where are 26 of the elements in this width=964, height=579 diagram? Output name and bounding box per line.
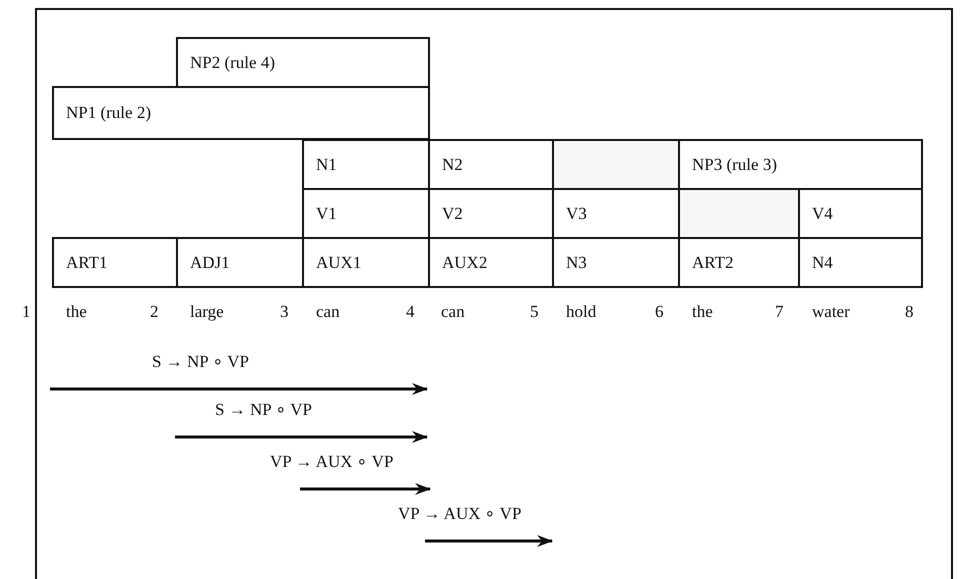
position-number: 2 (150, 302, 158, 322)
word-label: water (812, 302, 850, 322)
position-number: 7 (775, 302, 784, 322)
rule-label: S → NP ∘ VP (152, 352, 249, 372)
chart-entry-box: N4 (798, 237, 923, 288)
chart-entry-box: ART1 (52, 237, 178, 288)
word-label: large (190, 302, 224, 322)
word-label: the (66, 302, 87, 322)
position-number: 8 (905, 302, 914, 322)
chart-entry-box: NP2 (rule 4) (176, 37, 430, 88)
rule-label: VP → AUX ∘ VP (398, 504, 522, 524)
position-number: 3 (280, 302, 288, 322)
word-label: the (692, 302, 713, 322)
word-label: can (441, 302, 465, 322)
chart-entry-box: ADJ1 (176, 237, 304, 288)
position-number: 1 (22, 302, 30, 322)
word-label: hold (566, 302, 596, 322)
rule-label: S → NP ∘ VP (215, 400, 312, 420)
chart-entry-box: NP1 (rule 2) (52, 86, 430, 140)
chart-entry-box: N1 (302, 139, 430, 190)
position-number: 5 (530, 302, 538, 322)
word-label: can (316, 302, 340, 322)
rule-label: VP → AUX ∘ VP (270, 452, 394, 472)
position-number: 4 (406, 302, 414, 322)
position-number: 6 (655, 302, 664, 322)
chart-entry-box: NP3 (rule 3) (678, 139, 923, 190)
